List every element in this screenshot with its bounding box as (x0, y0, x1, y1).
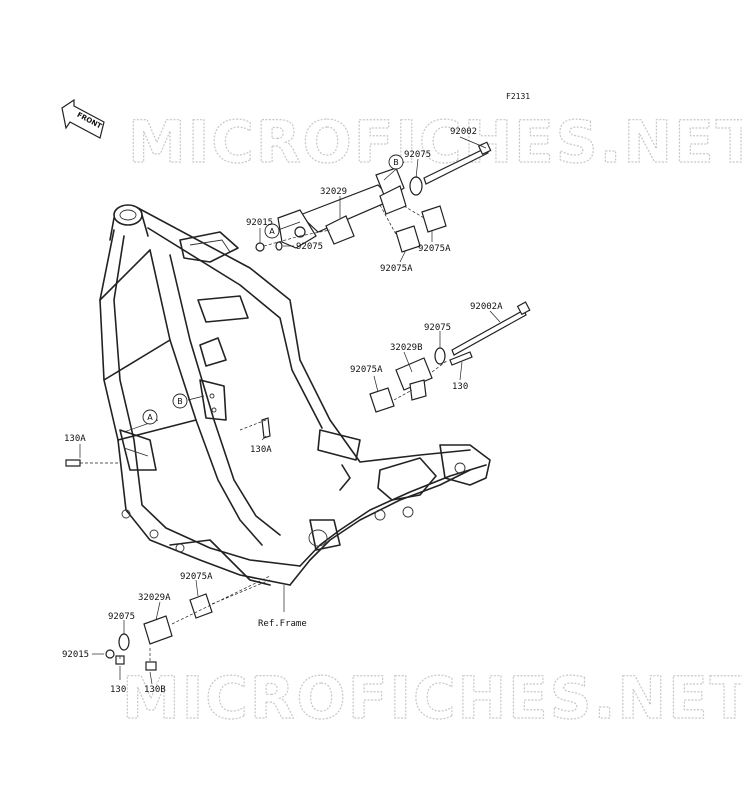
motorcycle-frame (99, 204, 491, 586)
callout-92075-b: 92075 (108, 612, 135, 622)
right-engine-mount (369, 301, 531, 413)
bottom-engine-mount (105, 575, 271, 671)
bolt-130-r (449, 351, 473, 366)
marker-b-left: B (172, 393, 188, 409)
bolt-92002 (423, 147, 489, 185)
callout-130A-left: 130A (64, 434, 86, 444)
watermark-top: MICROFICHES.NET (128, 108, 742, 176)
ref-frame-label: Ref.Frame (258, 619, 307, 629)
bolt-130A-mid (261, 417, 271, 439)
svg-text:B: B (177, 397, 183, 406)
bushing-92075A-r (369, 387, 395, 413)
callout-130-b: 130 (110, 685, 126, 695)
nut-92015-b (105, 649, 115, 659)
marker-a-left: A (142, 409, 158, 425)
washer-92075-top (409, 176, 423, 196)
callout-92075A-2: 92075A (418, 244, 451, 254)
bolt-130A-left (65, 459, 81, 467)
callout-130A-mid: 130A (250, 445, 272, 455)
marker-b-top: B (388, 154, 404, 170)
washer-92075-r (434, 347, 446, 365)
callout-32029A: 32029A (138, 593, 171, 603)
watermark-bottom: MICROFICHES.NET (122, 664, 742, 732)
callout-92002: 92002 (450, 127, 477, 137)
callout-92075A-1: 92075A (380, 264, 413, 274)
callout-92075-r: 92075 (424, 323, 451, 333)
callout-92075A-r: 92075A (350, 365, 383, 375)
marker-a-top: A (264, 223, 280, 239)
bushing-92075A-2 (421, 205, 447, 233)
svg-text:A: A (269, 227, 275, 236)
callout-130B: 130B (144, 685, 166, 695)
bushing-92075A-1 (395, 225, 421, 253)
front-arrow-icon: FRONT (61, 98, 105, 139)
callout-32029: 32029 (320, 187, 347, 197)
bolt-130B (145, 661, 157, 671)
callout-92075-top: 92075 (404, 150, 431, 160)
figure-id: F2131 (506, 92, 530, 101)
washer-92075-b (118, 633, 130, 651)
callout-130-r: 130 (452, 382, 468, 392)
callout-92075-mid: 92075 (296, 242, 323, 252)
nut-92015-top (255, 242, 265, 252)
svg-text:A: A (147, 413, 153, 422)
bolt-92002A (451, 309, 527, 356)
top-engine-mount (255, 141, 492, 253)
bushing-92075A-b (189, 593, 213, 619)
callout-92015-top: 92015 (246, 218, 273, 228)
callout-32029B: 32029B (390, 343, 423, 353)
svg-text:B: B (393, 158, 399, 167)
callout-92075A-b: 92075A (180, 572, 213, 582)
callout-92015-b: 92015 (62, 650, 89, 660)
callout-92002A: 92002A (470, 302, 503, 312)
